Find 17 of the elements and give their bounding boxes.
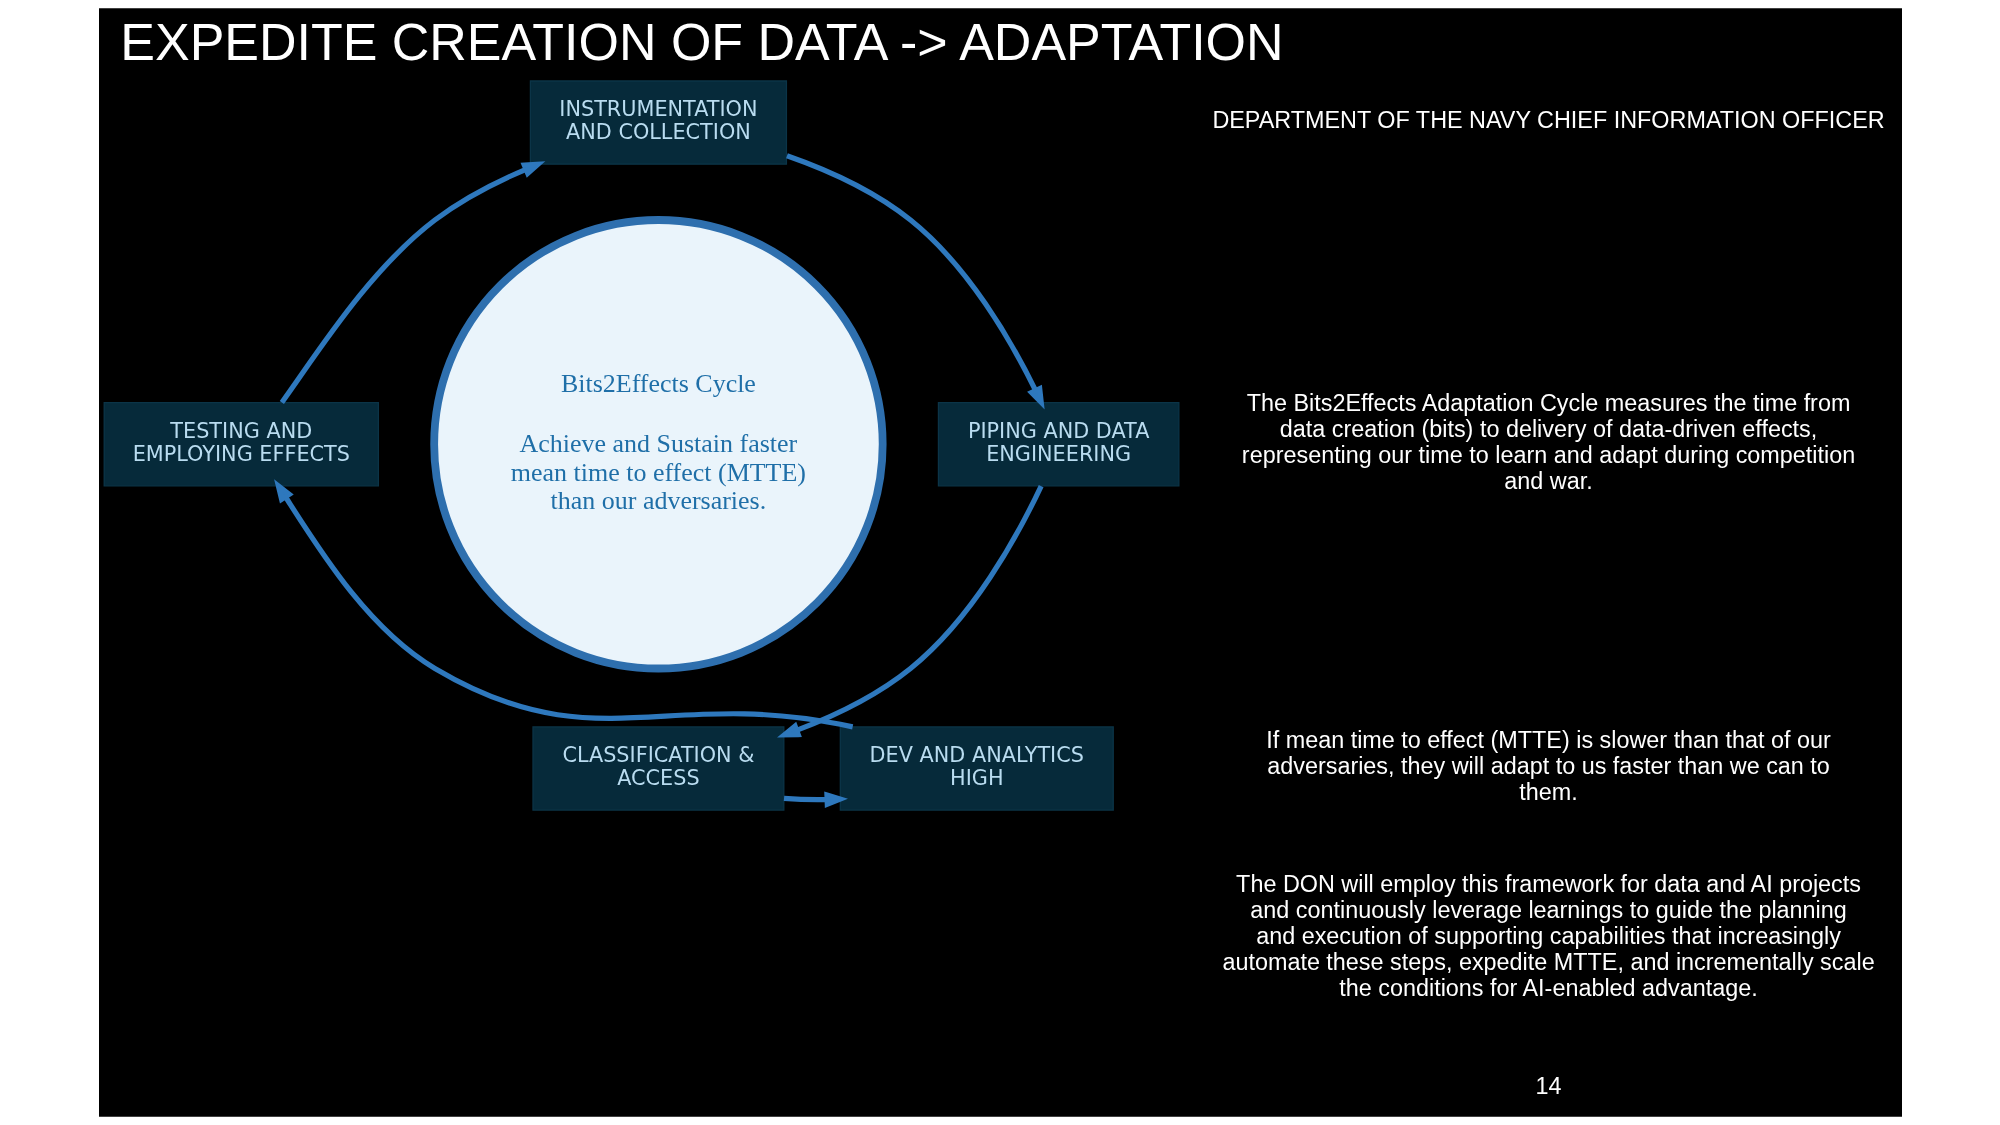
label: If mean time to effect (MTTE) is slower than that of our adversaries, they will adapt to us faster than we can to them.	[1265, 727, 1831, 806]
node-box: TESTING AND EMPLOYING EFFECTS	[103, 402, 379, 487]
node-box: CLASSIFICATION & ACCESS	[531, 726, 784, 811]
arrow	[279, 161, 545, 404]
arrow	[783, 791, 848, 808]
diagram-title: EXPEDITE CREATION OF DATA -> ADAPTATION	[119, 13, 1284, 72]
arrow	[776, 484, 1043, 738]
node-box: PIPING AND DATA ENGINEERING	[937, 402, 1179, 487]
label: The DON will employ this framework for data and AI projects and continuously leverage learnings to guide the planning and execution of supporting capabilities that increasingly automate these steps, expedite MTTE, and incrementally scale the conditions for AI-enabled advantage.	[1221, 871, 1875, 1002]
label: 14	[1535, 1072, 1562, 1099]
label: The Bits2Effects Adaptation Cycle measures the time from data creation (bits) to delivery of data-driven effects, representing our time to learn and adapt during competition and war.	[1241, 389, 1855, 494]
label: DEPARTMENT OF THE NAVY CHIEF INFORMATION OFFICER	[1211, 107, 1885, 134]
node-circle: Bits2Effects Cycle Achieve and Sustain faster mean time to effect (MTTE) than our adversaries.	[429, 216, 887, 673]
node-box: DEV AND ANALYTICS HIGH	[839, 726, 1114, 811]
node-box: INSTRUMENTATION AND COLLECTION	[529, 80, 787, 165]
arrow	[785, 153, 1045, 410]
arrow	[273, 479, 853, 730]
